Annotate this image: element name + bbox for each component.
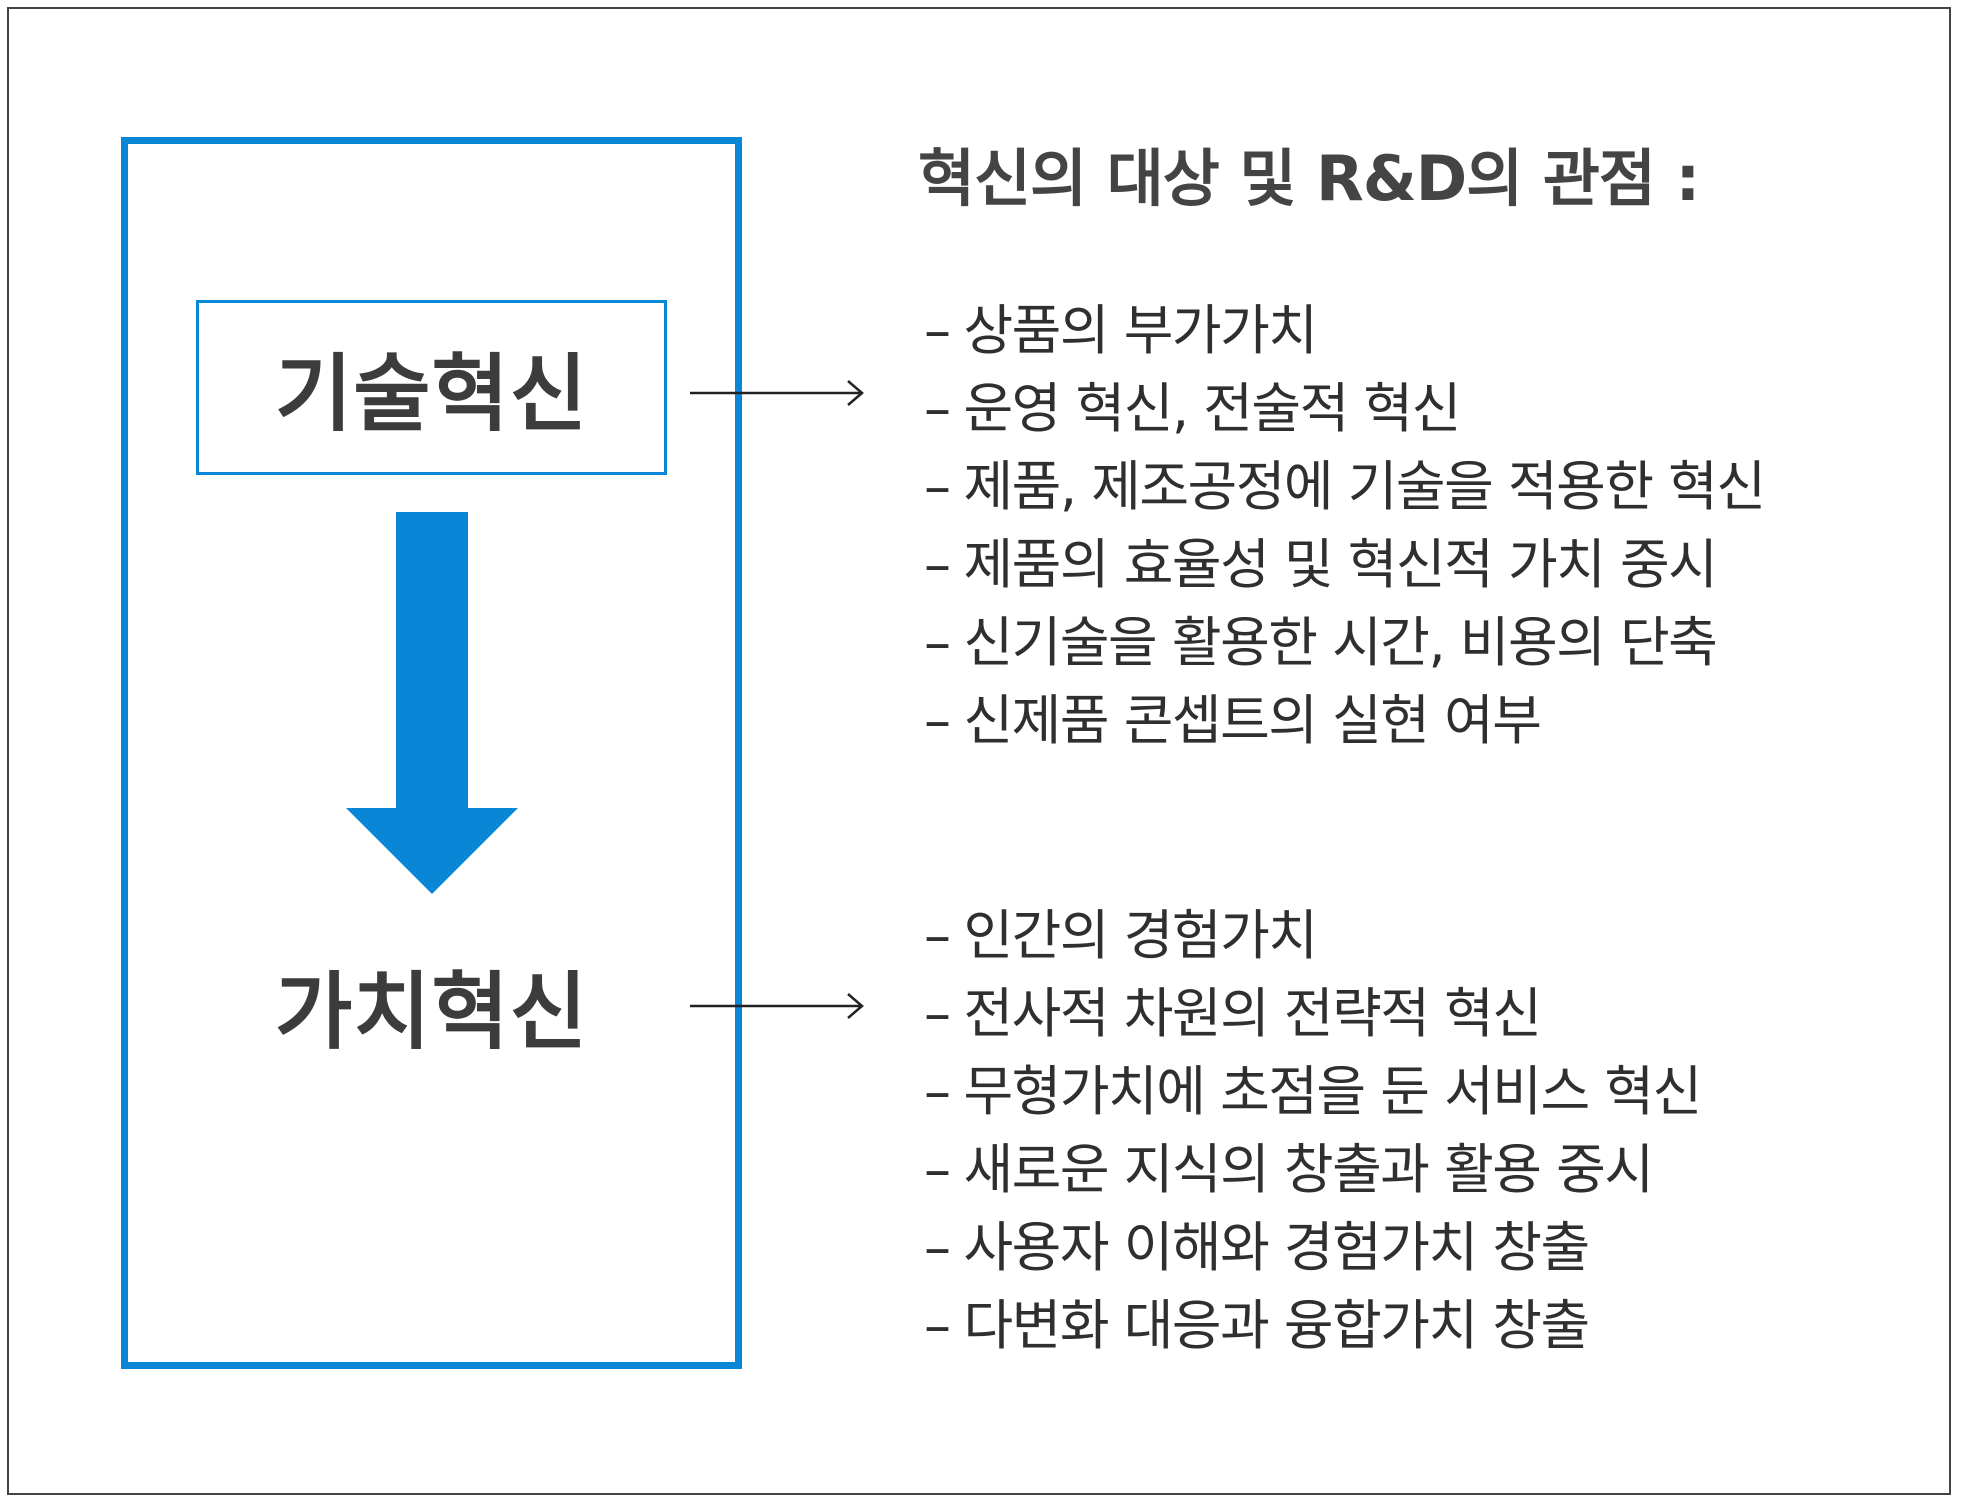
tech-innovation-list: –상품의 부가가치–운영 혁신, 전술적 혁신–제품, 제조공정에 기술을 적용… xyxy=(924,292,1767,760)
list-item-text: 사용자 이해와 경험가치 창출 xyxy=(963,1216,1591,1279)
value-innovation-label: 가치혁신 xyxy=(274,962,589,1061)
list-item-text: 신제품 콘셉트의 실현 여부 xyxy=(963,689,1542,752)
list-item: –인간의 경험가치 xyxy=(924,897,1701,975)
bullet-dash: – xyxy=(924,377,951,440)
right-arrow-icon xyxy=(690,993,864,1019)
list-item-text: 인간의 경험가치 xyxy=(963,904,1318,967)
list-item: –상품의 부가가치 xyxy=(924,292,1765,370)
list-item: –제품의 효율성 및 혁신적 가치 중시 xyxy=(924,526,1765,604)
bullet-dash: – xyxy=(924,1138,951,1201)
list-item-text: 신기술을 활용한 시간, 비용의 단축 xyxy=(963,611,1718,674)
value-innovation-list: –인간의 경험가치–전사적 차원의 전략적 혁신–무형가치에 초점을 둔 서비스… xyxy=(924,897,1703,1365)
innovation-panel xyxy=(121,137,742,1369)
value-innovation-box: 가치혁신 xyxy=(196,940,667,1070)
bullet-dash: – xyxy=(924,1294,951,1357)
tech-innovation-box: 기술혁신 xyxy=(196,300,667,475)
list-item: –신기술을 활용한 시간, 비용의 단축 xyxy=(924,604,1765,682)
right-arrow-icon xyxy=(690,380,864,406)
list-item-text: 제품, 제조공정에 기술을 적용한 혁신 xyxy=(963,455,1767,518)
list-item-text: 제품의 효율성 및 혁신적 가치 중시 xyxy=(963,533,1718,596)
tech-innovation-label: 기술혁신 xyxy=(274,345,589,443)
bullet-dash: – xyxy=(924,1216,951,1279)
list-item: –무형가치에 초점을 둔 서비스 혁신 xyxy=(924,1053,1703,1131)
list-item: –신제품 콘셉트의 실현 여부 xyxy=(924,682,1765,760)
bullet-dash: – xyxy=(924,982,951,1045)
bullet-dash: – xyxy=(924,533,951,596)
bullet-dash: – xyxy=(924,299,951,362)
down-arrow-icon xyxy=(346,512,518,894)
list-item: –새로운 지식의 창출과 활용 중시 xyxy=(924,1131,1701,1209)
list-item: –전사적 차원의 전략적 혁신 xyxy=(924,975,1701,1053)
list-item: –다변화 대응과 융합가치 창출 xyxy=(924,1287,1701,1365)
bullet-dash: – xyxy=(924,689,951,752)
list-item: –제품, 제조공정에 기술을 적용한 혁신 xyxy=(924,448,1767,526)
list-item-text: 다변화 대응과 융합가치 창출 xyxy=(963,1294,1591,1357)
bullet-dash: – xyxy=(924,455,951,518)
list-item-text: 무형가치에 초점을 둔 서비스 혁신 xyxy=(963,1060,1703,1123)
list-item-text: 상품의 부가가치 xyxy=(963,299,1318,362)
bullet-dash: – xyxy=(924,1060,951,1123)
bullet-dash: – xyxy=(924,611,951,674)
list-item: –운영 혁신, 전술적 혁신 xyxy=(924,370,1765,448)
list-item-text: 새로운 지식의 창출과 활용 중시 xyxy=(963,1138,1655,1201)
list-item-text: 운영 혁신, 전술적 혁신 xyxy=(963,377,1462,440)
list-item-text: 전사적 차원의 전략적 혁신 xyxy=(963,982,1542,1045)
diagram-frame xyxy=(7,7,1951,1495)
bullet-dash: – xyxy=(924,904,951,967)
heading: 혁신의 대상 및 R&D의 관점 : xyxy=(918,142,1700,215)
list-item: –사용자 이해와 경험가치 창출 xyxy=(924,1209,1701,1287)
